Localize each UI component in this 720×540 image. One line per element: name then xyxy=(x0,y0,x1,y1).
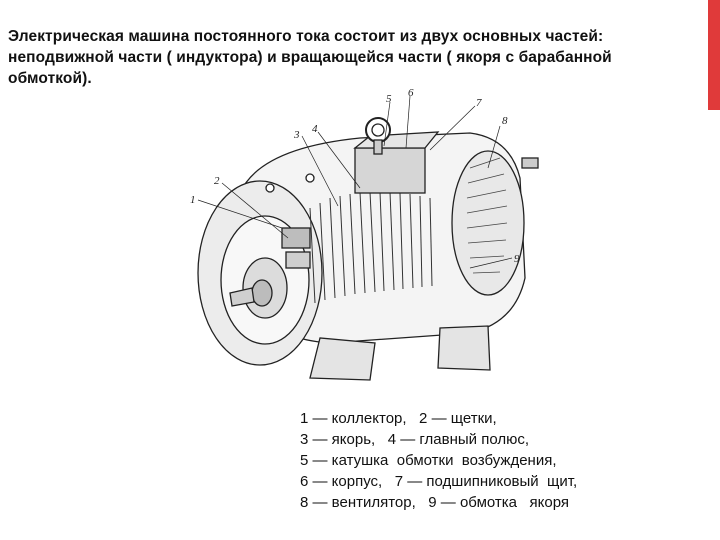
intro-line-2: неподвижной части ( индуктора) и вращающ… xyxy=(8,49,612,66)
legend-line-3: 5 — катушка обмотки возбуждения, xyxy=(300,452,557,469)
dc-machine-cutaway-drawing: 1 2 3 4 5 6 7 8 9 xyxy=(170,87,580,398)
callout-1: 1 xyxy=(190,194,196,206)
legend-line-4: 6 — корпус, 7 — подшипниковый щит, xyxy=(300,473,578,490)
figure-legend: 1 — коллектор, 2 — щетки, 3 — якорь, 4 —… xyxy=(300,408,710,513)
intro-line-3: обмоткой). xyxy=(8,70,92,87)
accent-bar xyxy=(708,0,720,110)
intro-line-1: Электрическая машина постоянного тока со… xyxy=(8,28,604,45)
callout-6: 6 xyxy=(408,88,414,99)
callout-5: 5 xyxy=(386,93,392,105)
dc-machine-illustration: 1 2 3 4 5 6 7 8 9 xyxy=(190,87,539,381)
callout-3: 3 xyxy=(293,129,300,141)
callout-4: 4 xyxy=(312,123,318,135)
intro-text: Электрическая машина постоянного тока со… xyxy=(8,26,708,89)
legend-line-5: 8 — вентилятор, 9 — обмотка якоря xyxy=(300,494,569,511)
callout-7: 7 xyxy=(476,97,482,109)
legend-line-1: 1 — коллектор, 2 — щетки, xyxy=(300,410,497,427)
legend-line-2: 3 — якорь, 4 — главный полюс, xyxy=(300,431,529,448)
callout-8: 8 xyxy=(502,115,508,127)
callout-9: 9 xyxy=(514,253,520,265)
callout-2: 2 xyxy=(214,175,220,187)
